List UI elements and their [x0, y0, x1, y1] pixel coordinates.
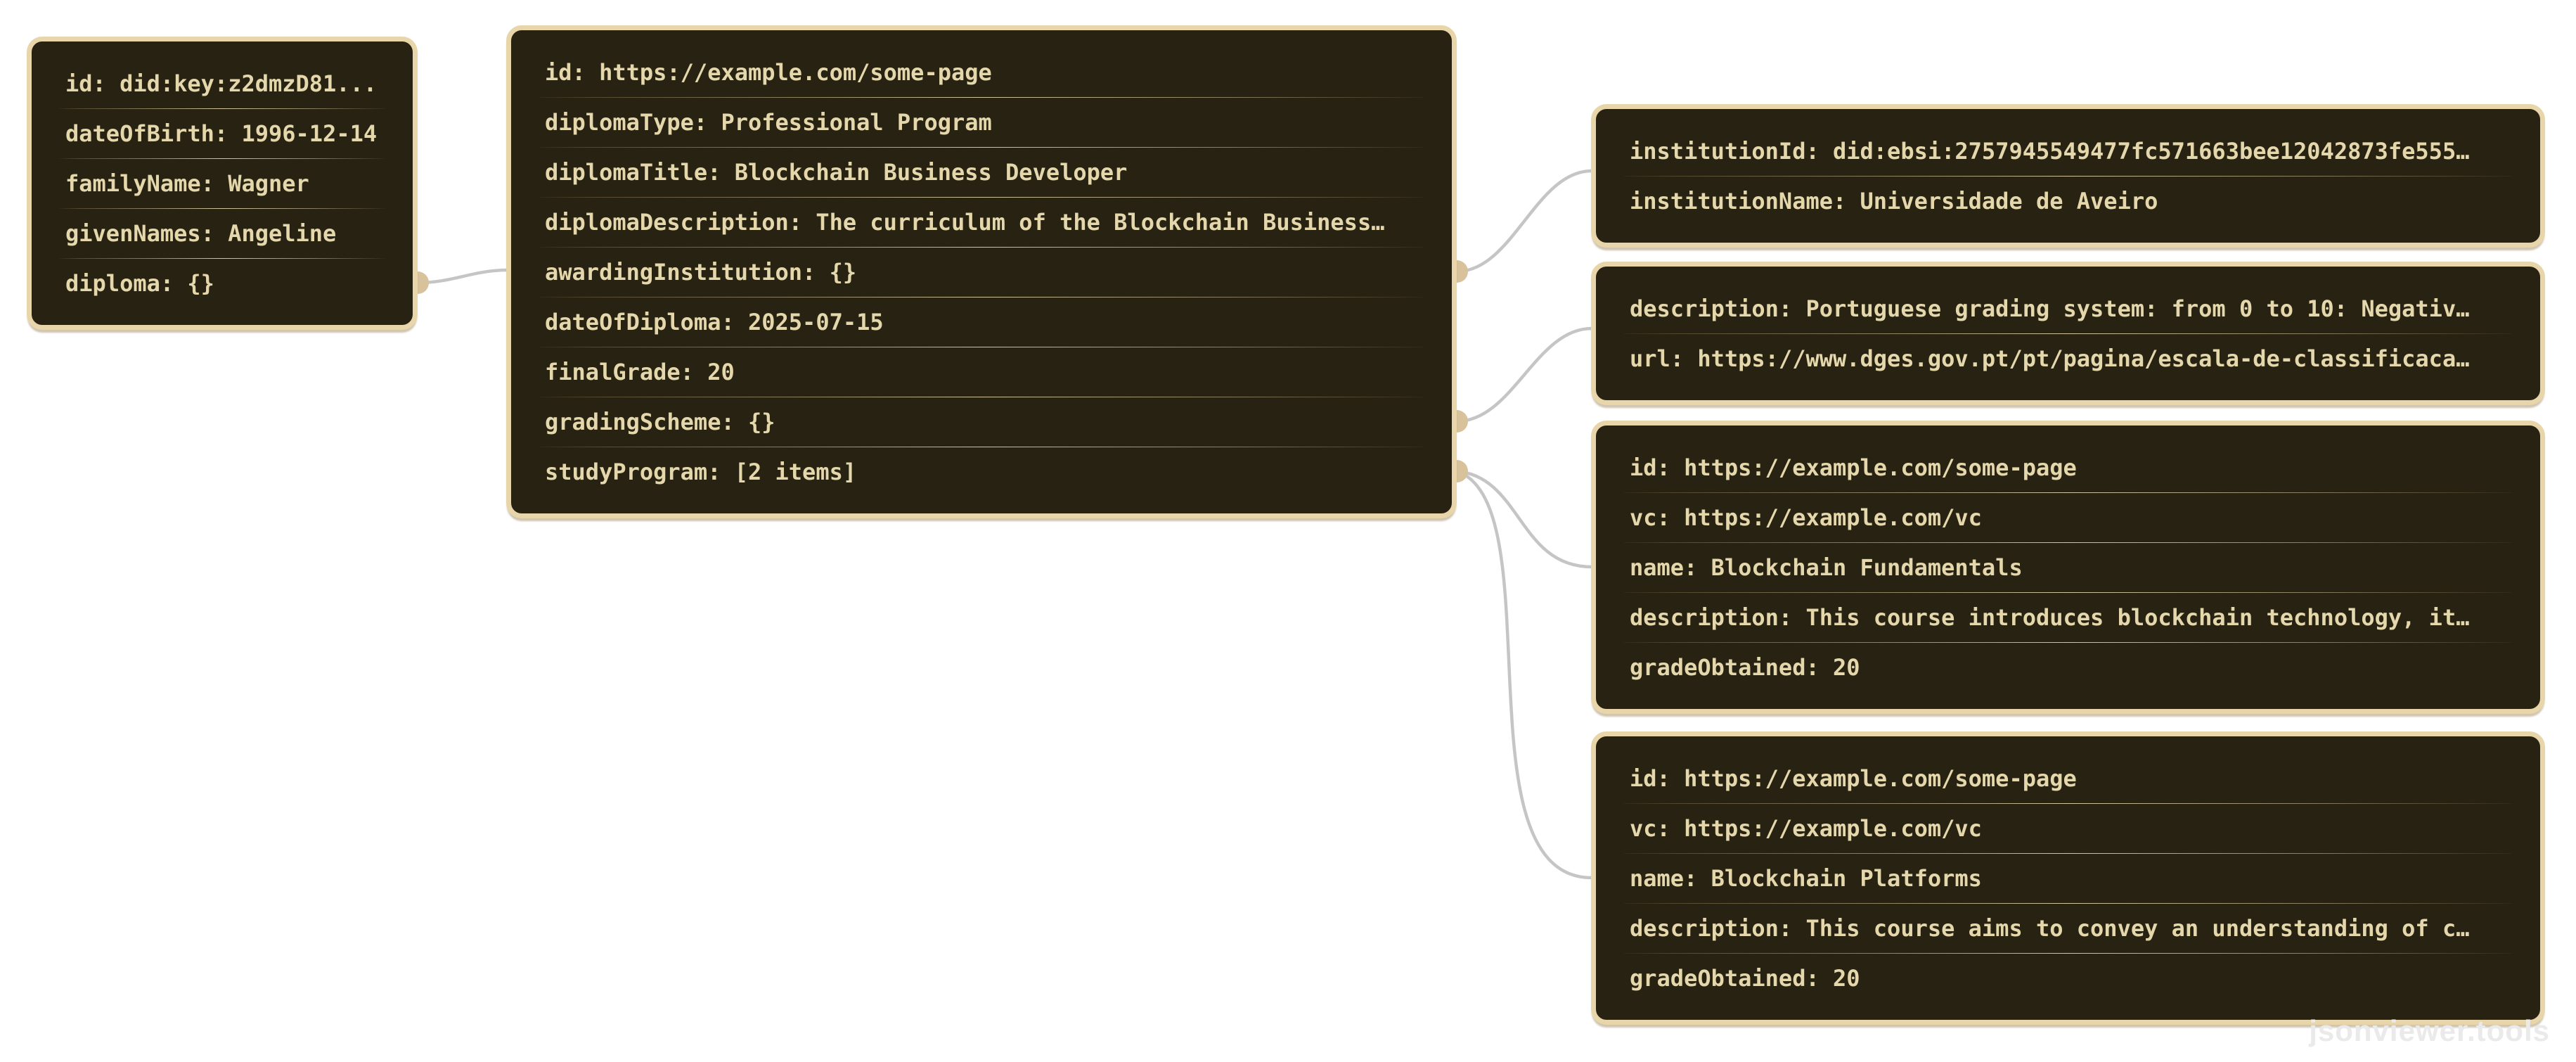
row-key: dateOfDiploma: [545, 309, 748, 335]
row-value: This course aims to convey an understand…: [1805, 914, 2470, 942]
row-value: Blockchain Fundamentals: [1711, 554, 2023, 581]
row-key: vc: [1630, 504, 1684, 531]
node-row: iddid:key:z2dmzD81...: [32, 58, 413, 108]
node-row: dateOfBirth1996-12-14: [32, 108, 413, 158]
row-key: institutionId: [1630, 138, 1833, 165]
node-row-expandable[interactable]: gradingScheme{}: [511, 397, 1452, 447]
row-value: This course introduces blockchain techno…: [1805, 603, 2470, 631]
row-value: Wagner: [228, 169, 309, 197]
row-value: did:ebsi:2757945549477fc571663bee1204287…: [1832, 137, 2470, 165]
row-value: https://example.com/some-page: [599, 58, 992, 86]
node-row: idhttps://example.com/some-page: [1596, 442, 2540, 492]
edge-credential-to-institution: [1455, 169, 1594, 274]
row-value: https://example.com/vc: [1684, 504, 1982, 531]
node-row: gradeObtained20: [1596, 953, 2540, 1003]
node-row-expandable[interactable]: diploma{}: [32, 258, 413, 308]
node-row: vchttps://example.com/vc: [1596, 803, 2540, 853]
row-value: {}: [187, 269, 214, 297]
node-row: diplomaTypeProfessional Program: [511, 97, 1452, 147]
node-row: descriptionThis course aims to convey an…: [1596, 903, 2540, 953]
node-row: descriptionThis course introduces blockc…: [1596, 592, 2540, 642]
node-row: nameBlockchain Fundamentals: [1596, 542, 2540, 592]
node-row: finalGrade20: [511, 347, 1452, 397]
node-row: descriptionPortuguese grading system: fr…: [1596, 283, 2540, 333]
row-value: Professional Program: [721, 108, 992, 136]
row-key: description: [1630, 915, 1805, 942]
row-key: familyName: [65, 170, 228, 197]
row-value: Blockchain Business Developer: [734, 158, 1128, 186]
row-value: https://example.com/some-page: [1684, 764, 2077, 792]
row-key: diplomaTitle: [545, 159, 735, 186]
edge-person-to-credential: [416, 268, 510, 285]
node-credential[interactable]: idhttps://example.com/some-page diplomaT…: [506, 25, 1457, 518]
row-value: 2025-07-15: [747, 308, 884, 335]
row-key: description: [1630, 295, 1805, 322]
node-row: idhttps://example.com/some-page: [511, 47, 1452, 97]
node-row: urlhttps://www.dges.gov.pt/pt/pagina/esc…: [1596, 333, 2540, 383]
node-course-platforms[interactable]: idhttps://example.com/some-page vchttps:…: [1591, 731, 2545, 1025]
node-course-fundamentals[interactable]: idhttps://example.com/some-page vchttps:…: [1591, 421, 2545, 714]
row-value: https://example.com/vc: [1684, 814, 1982, 842]
node-row: nameBlockchain Platforms: [1596, 853, 2540, 903]
node-row: dateOfDiploma2025-07-15: [511, 297, 1452, 347]
edge-credential-to-course1: [1455, 469, 1594, 569]
row-key: dateOfBirth: [65, 120, 241, 147]
row-key: id: [545, 59, 599, 86]
row-value: [2 items]: [734, 458, 857, 485]
row-key: gradeObtained: [1630, 965, 1833, 992]
node-row: institutionNameUniversidade de Aveiro: [1596, 176, 2540, 226]
row-value: 20: [707, 358, 735, 385]
node-person[interactable]: iddid:key:z2dmzD81... dateOfBirth1996-12…: [27, 37, 418, 330]
row-key: awardingInstitution: [545, 259, 830, 286]
edge-credential-to-course2: [1455, 469, 1594, 880]
node-grading-scheme[interactable]: descriptionPortuguese grading system: fr…: [1591, 262, 2545, 405]
row-key: url: [1630, 345, 1697, 372]
row-value: did:key:z2dmzD81...: [120, 70, 378, 97]
row-value: {}: [829, 258, 857, 286]
row-key: name: [1630, 865, 1711, 892]
row-value: Portuguese grading system: from 0 to 10:…: [1805, 295, 2470, 322]
row-value: Blockchain Platforms: [1711, 864, 1982, 892]
row-key: diplomaType: [545, 109, 721, 136]
row-value: 1996-12-14: [241, 120, 378, 147]
row-key: description: [1630, 604, 1805, 631]
node-awarding-institution[interactable]: institutionIddid:ebsi:2757945549477fc571…: [1591, 104, 2545, 248]
node-row: institutionIddid:ebsi:2757945549477fc571…: [1596, 126, 2540, 176]
edge-credential-to-grading: [1455, 326, 1594, 423]
row-key: gradeObtained: [1630, 654, 1833, 681]
row-key: gradingScheme: [545, 409, 748, 435]
row-value: https://example.com/some-page: [1684, 454, 2077, 481]
row-key: id: [65, 70, 120, 97]
row-key: id: [1630, 454, 1684, 481]
node-row: familyNameWagner: [32, 158, 413, 208]
node-row-expandable[interactable]: studyProgram[2 items]: [511, 447, 1452, 497]
row-key: givenNames: [65, 220, 228, 247]
row-value: Angeline: [228, 219, 337, 247]
node-row: gradeObtained20: [1596, 642, 2540, 692]
row-key: vc: [1630, 815, 1684, 842]
row-key: diplomaDescription: [545, 209, 816, 236]
node-row: idhttps://example.com/some-page: [1596, 753, 2540, 803]
row-value: https://www.dges.gov.pt/pt/pagina/escala…: [1697, 345, 2470, 372]
node-row-expandable[interactable]: awardingInstitution{}: [511, 247, 1452, 297]
row-value: {}: [747, 408, 775, 435]
row-key: diploma: [65, 270, 187, 297]
watermark: jsonviewer.tools: [2309, 1014, 2550, 1047]
row-key: id: [1630, 765, 1684, 792]
node-row: vchttps://example.com/vc: [1596, 492, 2540, 542]
node-row: diplomaTitleBlockchain Business Develope…: [511, 147, 1452, 197]
row-key: name: [1630, 554, 1711, 581]
row-value: Universidade de Aveiro: [1860, 187, 2158, 215]
row-value: 20: [1832, 653, 1860, 681]
row-value: The curriculum of the Blockchain Busines…: [816, 208, 1385, 236]
row-key: finalGrade: [545, 359, 707, 385]
row-value: 20: [1832, 964, 1860, 992]
row-key: institutionName: [1630, 188, 1860, 215]
row-key: studyProgram: [545, 459, 735, 485]
node-row: diplomaDescriptionThe curriculum of the …: [511, 197, 1452, 247]
node-row: givenNamesAngeline: [32, 208, 413, 258]
